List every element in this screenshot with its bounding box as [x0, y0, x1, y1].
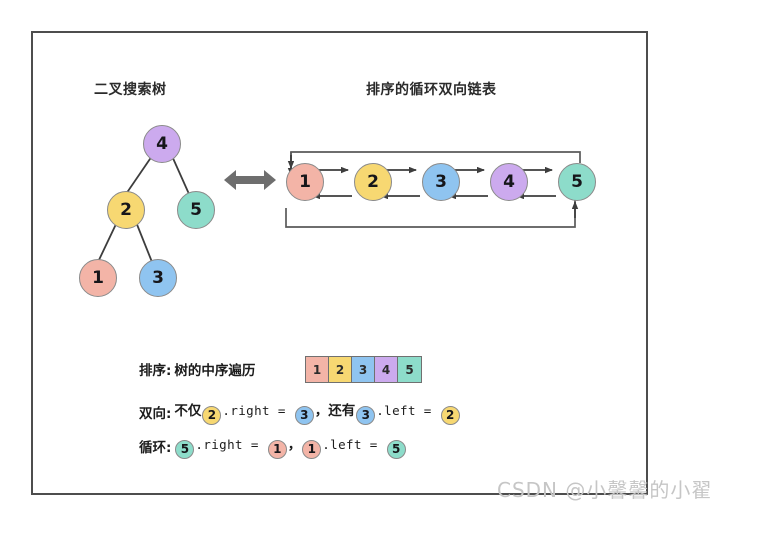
legend-mini-node-3: 3	[356, 405, 376, 425]
legend-text-fragment: .right =	[195, 437, 267, 452]
list-node-1: 1	[286, 163, 324, 201]
illustration-frame	[31, 31, 648, 495]
legend-row-circular: 循环: 5.right = 1，1.left = 5	[139, 433, 407, 459]
legend-mini-node-5: 5	[386, 439, 406, 459]
tree-node-4: 4	[143, 125, 181, 163]
legend-text-fragment: .right =	[222, 403, 294, 418]
legend-expr-circular: 5.right = 1，1.left = 5	[174, 433, 406, 459]
list-node-3: 3	[422, 163, 460, 201]
legend-row-sorting: 排序: 树的中序遍历	[139, 359, 255, 379]
list-node-5: 5	[558, 163, 596, 201]
csdn-watermark: CSDN @小馨馨的小翟	[497, 478, 713, 502]
legend-text-fragment: 不仅	[174, 403, 202, 419]
array-cell-2: 2	[329, 357, 352, 382]
list-node-2: 2	[354, 163, 392, 201]
legend-label-sorting: 排序:	[139, 363, 172, 379]
legend-mini-node-3: 3	[294, 405, 314, 425]
array-cell-5: 5	[398, 357, 421, 382]
list-node-4: 4	[490, 163, 528, 201]
legend-text-fragment: .left =	[376, 403, 440, 418]
tree-node-5: 5	[177, 191, 215, 229]
legend-text-sorting: 树的中序遍历	[174, 363, 256, 379]
legend-mini-node-2: 2	[202, 405, 222, 425]
array-cell-1: 1	[306, 357, 329, 382]
legend-label-circular: 循环:	[139, 439, 172, 456]
array-cell-3: 3	[352, 357, 375, 382]
tree-node-2: 2	[107, 191, 145, 229]
tree-node-3: 3	[139, 259, 177, 297]
legend-text-fragment: ，	[287, 437, 302, 453]
list-section-title: 排序的循环双向链表	[366, 82, 497, 98]
tree-section-title: 二叉搜索树	[94, 82, 167, 98]
legend-mini-node-1: 1	[267, 439, 287, 459]
legend-mini-node-1: 1	[302, 439, 322, 459]
legend-text-fragment: ，还有	[314, 403, 356, 419]
array-cell-4: 4	[375, 357, 398, 382]
legend-label-bidirectional: 双向:	[139, 405, 172, 422]
legend-mini-node-2: 2	[440, 405, 460, 425]
legend-mini-node-5: 5	[175, 439, 195, 459]
tree-node-1: 1	[79, 259, 117, 297]
legend-text-fragment: .left =	[322, 437, 386, 452]
